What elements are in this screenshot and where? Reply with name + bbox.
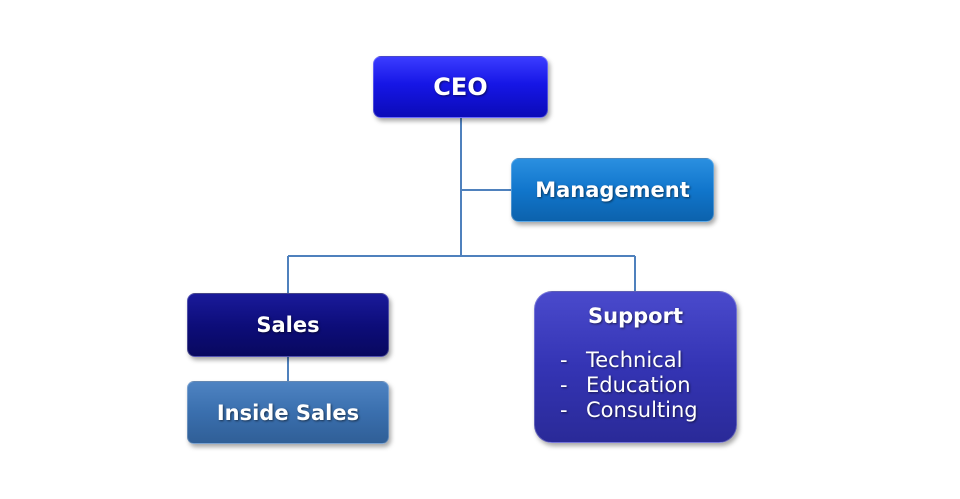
list-dash: - (560, 373, 568, 397)
inside-sales-label: Inside Sales (216, 400, 360, 425)
sales-label: Sales (256, 313, 320, 337)
support-item-consulting: Consulting (586, 398, 698, 422)
ceo-label: CEO (433, 73, 488, 101)
support-list-item: - Consulting (560, 398, 698, 423)
list-dash: - (560, 348, 568, 372)
support-list-item: - Education (560, 373, 698, 398)
ceo-node: CEO (373, 56, 548, 118)
management-node: Management (511, 158, 714, 222)
support-list-item: - Technical (560, 348, 698, 373)
support-title: Support (588, 304, 683, 328)
management-label: Management (535, 178, 690, 202)
support-list: - Technical - Education - Consulting (560, 348, 698, 423)
inside-sales-node: Inside Sales (187, 381, 389, 444)
sales-node: Sales (187, 293, 389, 357)
support-node: Support - Technical - Education - Consul… (534, 291, 737, 443)
list-dash: - (560, 398, 568, 422)
support-item-technical: Technical (586, 348, 683, 372)
support-item-education: Education (586, 373, 691, 397)
